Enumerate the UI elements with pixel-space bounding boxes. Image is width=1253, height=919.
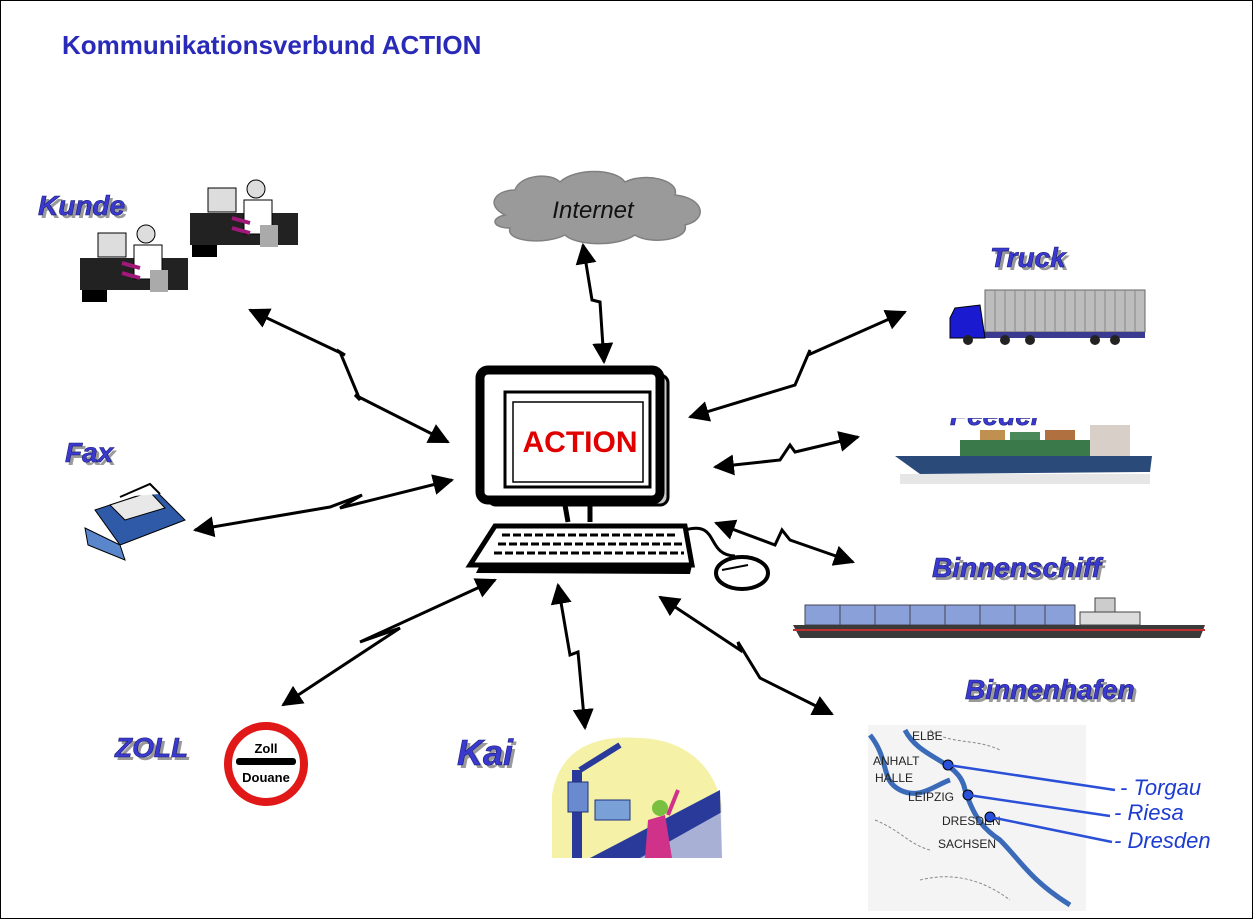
arrow-kai (550, 582, 594, 731)
map-city-anhalt: ANHALT (873, 754, 920, 768)
svg-text:Douane: Douane (242, 770, 290, 785)
workstation-icon (80, 224, 188, 302)
truck-icon (949, 289, 1146, 345)
kunde-node: Kunde Kunde (38, 179, 298, 302)
svg-text:Binnenhafen: Binnenhafen (968, 677, 1138, 708)
port-label-riesa: - Riesa (1114, 800, 1184, 825)
quay-crane-icon (552, 737, 722, 858)
arrow-truck (687, 310, 907, 422)
customs-sign-icon: Zoll Douane (224, 722, 308, 806)
binnenhafen-node: Binnenhafen Binnenhafen ANHALT HALLE LEI… (868, 674, 1211, 911)
feeder-ship-icon (895, 425, 1152, 484)
svg-text:Truck: Truck (993, 245, 1070, 276)
connection-arrows (192, 242, 907, 731)
arrow-binnenschiff (714, 519, 855, 566)
map-city-halle: HALLE (875, 771, 913, 785)
kai-label: Kai (457, 732, 514, 773)
fax-label: Fax (65, 437, 115, 468)
binnenschiff-label: Binnenschiff (932, 552, 1104, 583)
svg-text:Fax: Fax (68, 440, 118, 471)
fax-icon (84, 482, 186, 561)
arrow-fax (192, 474, 455, 538)
arrow-binnenhafen (658, 595, 834, 716)
arrow-zoll (281, 578, 497, 707)
svg-text:Kai: Kai (460, 735, 517, 776)
workstation-icon (190, 179, 298, 257)
binnenschiff-node: Binnenschiff Binnenschiff (793, 552, 1205, 638)
binnenhafen-label: Binnenhafen (965, 674, 1135, 705)
kunde-label: Kunde (38, 190, 125, 221)
feeder-node: Feeder (895, 400, 1160, 484)
truck-node: Truck Truck (949, 242, 1146, 345)
svg-text:ZOLL: ZOLL (117, 735, 191, 766)
map-city-leipzig: LEIPZIG (908, 790, 954, 804)
fax-node: Fax Fax (65, 437, 186, 561)
kai-node: Kai Kai (457, 732, 722, 858)
port-label-torgau: - Torgau (1120, 775, 1201, 800)
barge-icon (793, 597, 1205, 638)
internet-cloud: Internet (493, 170, 701, 245)
zoll-node: ZOLL ZOLL Zoll Douane (114, 722, 308, 806)
svg-text:Binnenschiff: Binnenschiff (935, 555, 1107, 586)
svg-text:Kunde: Kunde (41, 193, 128, 224)
map-image: ANHALT HALLE LEIPZIG DRESDEN SACHSEN ELB… (868, 725, 1116, 911)
svg-text:Zoll: Zoll (254, 741, 277, 756)
port-label-dresden: - Dresden (1114, 828, 1211, 853)
internet-label: Internet (552, 197, 635, 224)
arrow-feeder (712, 431, 861, 476)
arrow-kunde (248, 308, 450, 444)
zoll-label: ZOLL (114, 732, 188, 763)
action-computer: ACTION (465, 365, 770, 591)
action-label: ACTION (523, 426, 638, 459)
map-river-elbe: ELBE (912, 729, 943, 743)
map-city-sachsen: SACHSEN (938, 837, 996, 851)
arrow-internet (575, 242, 614, 365)
page-title: Kommunikationsverbund ACTION (62, 30, 482, 60)
truck-label: Truck (990, 242, 1067, 273)
